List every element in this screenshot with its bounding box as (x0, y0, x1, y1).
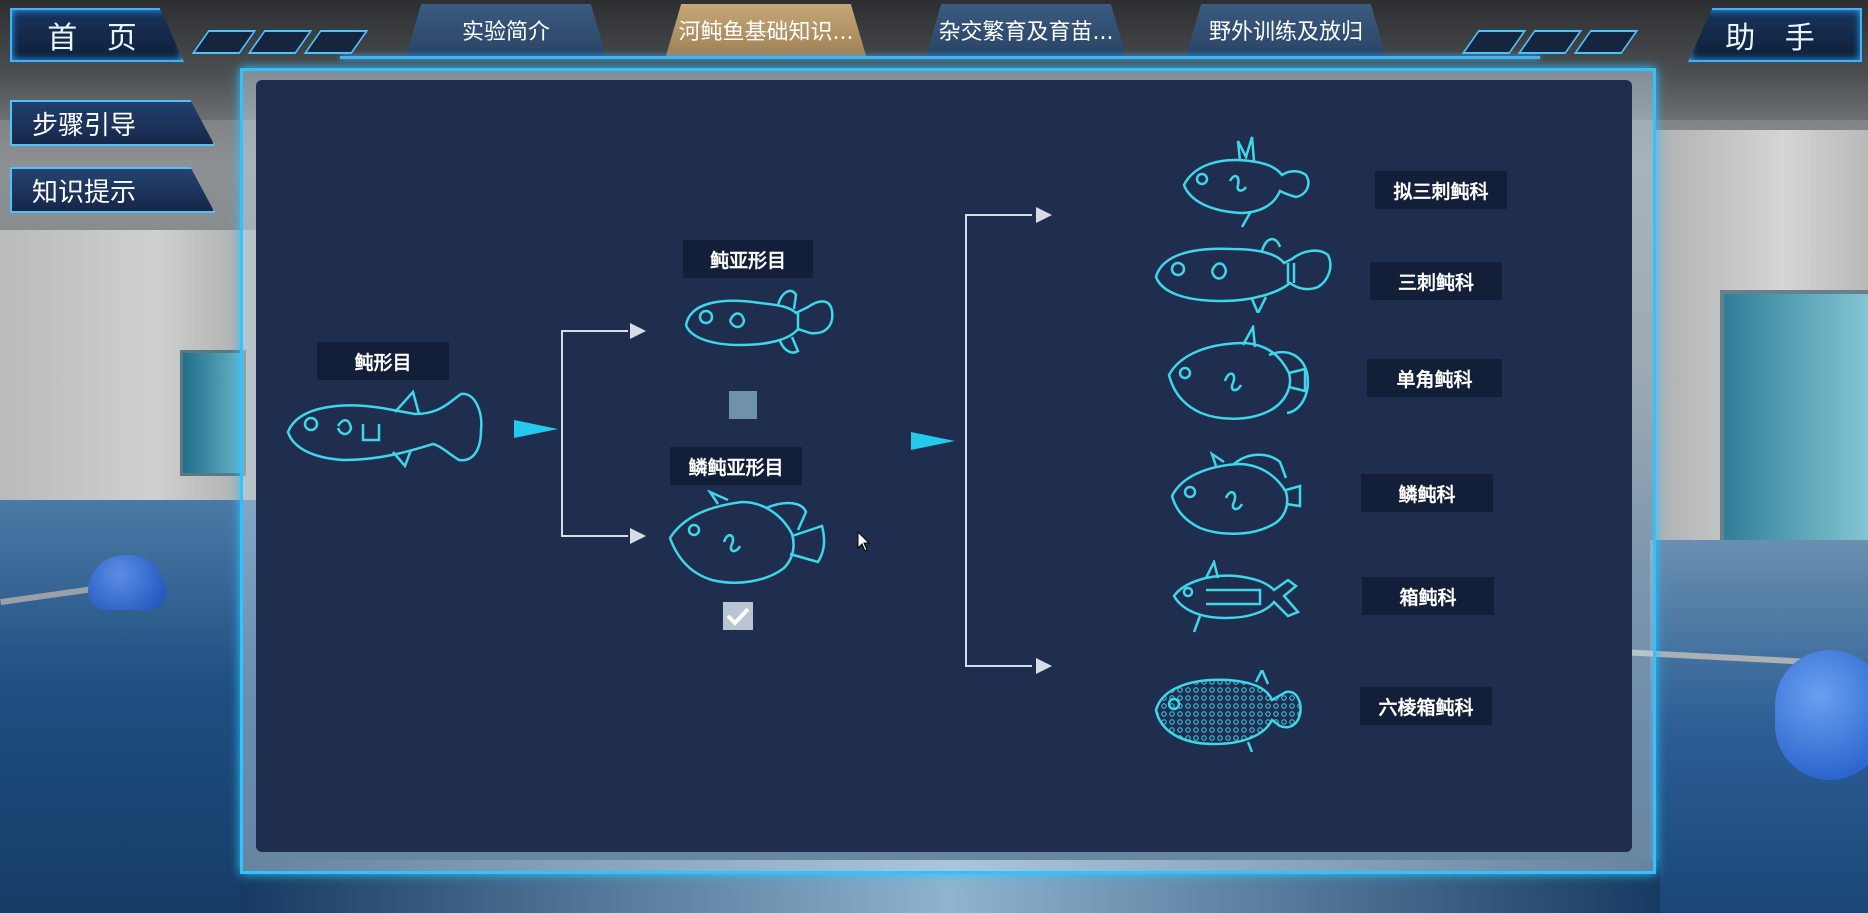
left-window (180, 350, 246, 476)
fish-outline-icon (1168, 448, 1303, 538)
right-window (1720, 290, 1868, 548)
tab-underline (340, 56, 1540, 59)
fish-outline-icon (1152, 670, 1304, 752)
fish-outline-icon (680, 285, 850, 360)
fish-outline-icon (666, 490, 826, 590)
right-tank (1775, 650, 1868, 780)
assistant-button[interactable]: 助 手 (1688, 8, 1862, 62)
checkmark-icon (726, 607, 750, 626)
node-label-root: 鲀形目 (317, 342, 449, 380)
fish-outline-icon (1180, 135, 1315, 230)
fish-outline-icon (1165, 325, 1320, 425)
mouse-pointer-icon (857, 531, 871, 552)
node-label-suborder-2: 鳞鲀亚形目 (670, 447, 802, 485)
suborder-2-checkbox[interactable] (723, 602, 753, 630)
fish-outline-icon (1152, 233, 1334, 313)
left-tank (88, 555, 166, 610)
family-label-3: 单角鲀科 (1367, 359, 1502, 397)
family-label-1: 拟三刺鲀科 (1375, 171, 1507, 209)
fish-outline-icon (1170, 560, 1302, 635)
top-nav: 首 页 实验简介 河鲀鱼基础知识... 杂交繁育及育苗... 野外训练及放归 助… (0, 0, 1868, 66)
tab-field-training[interactable]: 野外训练及放归 (1185, 4, 1387, 59)
family-label-5: 箱鲀科 (1362, 577, 1494, 615)
family-label-6: 六棱箱鲀科 (1360, 687, 1492, 725)
step-guide-button[interactable]: 步骤引导 (10, 100, 215, 146)
triangle-arrow-icon (514, 420, 558, 438)
tab-basic-knowledge[interactable]: 河鲀鱼基础知识... (665, 4, 867, 59)
family-label-4: 鳞鲀科 (1361, 474, 1493, 512)
floor-strip (240, 860, 1660, 913)
fish-outline-icon (283, 388, 488, 468)
node-label-suborder-1: 鲀亚形目 (683, 240, 813, 278)
triangle-arrow-icon (911, 432, 955, 450)
family-label-2: 三刺鲀科 (1370, 262, 1502, 300)
suborder-1-checkbox[interactable] (729, 391, 757, 419)
home-button[interactable]: 首 页 (10, 8, 184, 62)
